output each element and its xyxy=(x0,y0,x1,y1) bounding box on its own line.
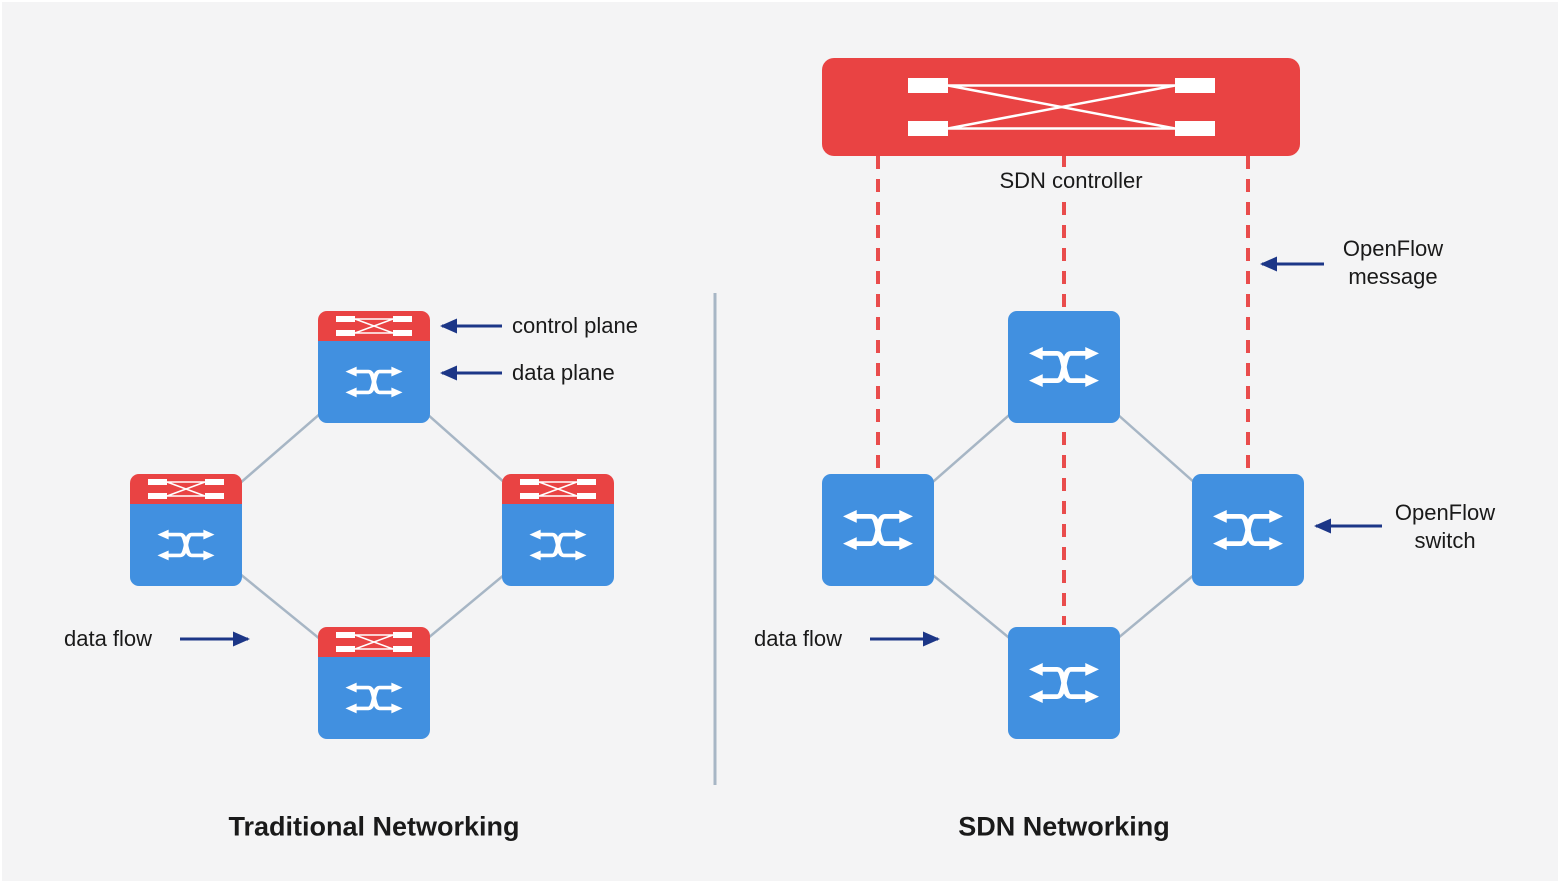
data-plane-body xyxy=(130,504,242,586)
switch-fabric-icon xyxy=(529,529,587,561)
controller-mesh-icon xyxy=(907,78,1215,136)
data-flow-right-label: data flow xyxy=(754,626,843,651)
data-plane-body xyxy=(502,504,614,586)
control-plane-band xyxy=(318,627,430,657)
sdn-switch-left xyxy=(822,474,934,586)
switch-fabric-icon xyxy=(157,529,215,561)
sdn-networking-title: SDN Networking xyxy=(958,811,1170,842)
switch-fabric-icon xyxy=(1213,509,1283,551)
data-plane-body xyxy=(318,657,430,739)
traditional-switch-left xyxy=(130,474,242,586)
control-plane-mesh-icon xyxy=(520,479,596,499)
control-plane-mesh-icon xyxy=(336,316,412,336)
control-plane-mesh-icon xyxy=(148,479,224,499)
switch-fabric-icon xyxy=(1029,662,1099,704)
traditional-switch-top xyxy=(318,311,430,423)
openflow-switch-label: OpenFlow switch xyxy=(1394,500,1496,553)
control-plane-label: control plane xyxy=(512,313,638,338)
control-plane-mesh-icon xyxy=(336,632,412,652)
sdn-switch-top xyxy=(1008,311,1120,423)
sdn-switch-bottom xyxy=(1008,627,1120,739)
openflow-message-label: OpenFlow message xyxy=(1342,236,1444,289)
traditional-switch-bottom xyxy=(318,627,430,739)
data-flow-left-label: data flow xyxy=(64,626,153,651)
switch-fabric-icon xyxy=(345,366,403,398)
switch-fabric-icon xyxy=(345,682,403,714)
control-plane-band xyxy=(318,311,430,341)
control-plane-band xyxy=(502,474,614,504)
data-plane-label: data plane xyxy=(512,360,615,385)
switch-fabric-icon xyxy=(843,509,913,551)
annotation-arrows xyxy=(180,256,1382,647)
sdn-controller-box xyxy=(822,58,1300,156)
traditional-networking-title: Traditional Networking xyxy=(228,811,520,842)
switch-fabric-icon xyxy=(1029,346,1099,388)
sdn-switch-right xyxy=(1192,474,1304,586)
data-plane-body xyxy=(318,341,430,423)
traditional-switch-right xyxy=(502,474,614,586)
sdn-controller-label: SDN controller xyxy=(993,167,1149,195)
control-plane-band xyxy=(130,474,242,504)
